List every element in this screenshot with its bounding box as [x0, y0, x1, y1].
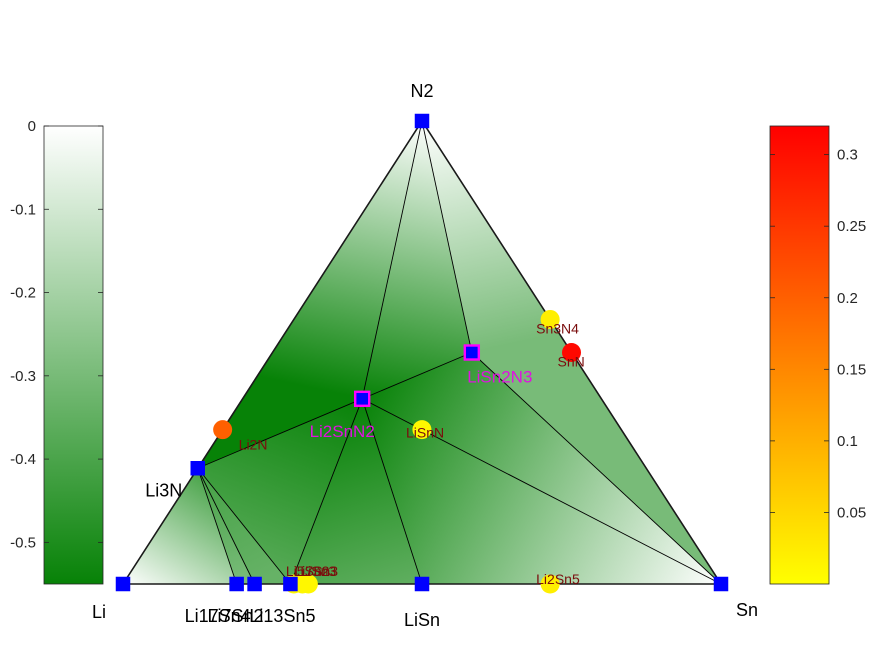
tie-line — [197, 468, 255, 585]
stable-phase-label: LiSn — [404, 610, 440, 630]
formation-energy-tick-label: -0.4 — [10, 451, 36, 468]
tie-line — [361, 120, 423, 399]
stable-phase-label: Li — [92, 602, 106, 622]
formation-energy-tick-label: -0.5 — [10, 534, 36, 551]
formation-energy-tick-label: -0.2 — [10, 285, 36, 302]
unstable-phase-marker — [540, 309, 560, 329]
stable-phase-label: Li2SnN2 — [310, 422, 375, 441]
tie-line — [421, 120, 473, 353]
unstable-phase-label: Li2Sn5 — [536, 571, 580, 587]
formation-energy-colorbar-fill — [43, 125, 104, 585]
hull-distance-colorbar-ticks: 0.3 0.25 0.2 0.15 0.1 0.05 — [770, 147, 866, 521]
stable-phases — [115, 113, 729, 592]
tie-line — [471, 352, 722, 585]
stable-phase-marker — [247, 576, 262, 592]
hull-distance-tick-label: 0.3 — [837, 147, 858, 164]
stable-phase-label: Sn — [736, 600, 758, 620]
unstable-phase-label: Li5Sn2 — [286, 563, 330, 579]
stable-phase-marker — [283, 576, 298, 592]
hull-facet — [197, 398, 363, 584]
tie-line — [197, 468, 238, 585]
unstable-phase-marker — [540, 574, 560, 594]
stable-phase-marker — [229, 576, 244, 592]
unstable-phase-label: Li2N — [239, 437, 268, 453]
hull-distance-colorbar: 0.3 0.25 0.2 0.15 0.1 0.05 — [769, 125, 866, 585]
unstable-phase-marker — [562, 343, 581, 362]
stable-phase-marker — [414, 576, 430, 592]
tie-line — [197, 467, 291, 585]
hull-facet — [362, 352, 721, 584]
hull-distance-tick-label: 0.15 — [837, 361, 866, 378]
formation-energy-colorbar-ticks: 0 -0.1 -0.2 -0.3 -0.4 -0.5 — [10, 118, 103, 551]
stable-phase-label: N2 — [410, 81, 433, 101]
formation-energy-tick-label: -0.3 — [10, 368, 36, 385]
stable-phase-marker — [354, 390, 371, 407]
tie-line — [361, 398, 423, 585]
hull-facets — [123, 121, 721, 584]
unstable-phase-label: SnN — [558, 354, 585, 370]
unstable-phase-marker — [213, 420, 233, 440]
hull-distance-colorbar-fill — [769, 125, 830, 585]
formation-energy-colorbar: 0 -0.1 -0.2 -0.3 -0.4 -0.5 — [10, 118, 104, 585]
hull-distance-tick-label: 0.05 — [837, 504, 866, 521]
unstable-phase-marker — [298, 574, 318, 594]
stable-phase-label: Li17Sn4 — [185, 606, 251, 626]
tie-line — [290, 398, 363, 585]
stable-phase-marker — [115, 576, 131, 592]
stable-phase-label: Li13Sn5 — [249, 606, 315, 626]
hull-distance-tick-label: 0.25 — [837, 218, 866, 235]
hull-facet — [123, 468, 237, 584]
stable-phase-marker — [463, 344, 481, 361]
formation-energy-tick-label: -0.1 — [10, 201, 36, 218]
stable-phase-marker — [713, 576, 729, 592]
unstable-phase-label: LiSnN — [406, 425, 444, 441]
formation-energy-tick-label: 0 — [28, 118, 36, 135]
stable-phase-label: LiSn2N3 — [467, 368, 532, 387]
hull-facet — [290, 398, 422, 584]
stable-phase-label: Li3N — [145, 480, 182, 500]
stable-phase-marker — [414, 113, 430, 129]
tie-line — [362, 352, 472, 400]
unstable-phase-label: Sn3N4 — [536, 320, 579, 336]
stable-phase-marker — [190, 461, 205, 476]
hull-distance-tick-label: 0.2 — [837, 290, 858, 307]
unstable-phase-label: Li7Sn3 — [294, 563, 338, 579]
unstable-phase-marker — [412, 420, 432, 440]
hull-facet — [362, 121, 472, 399]
hull-distance-tick-label: 0.1 — [837, 433, 858, 450]
tie-line — [197, 398, 363, 469]
stable-phase-label: Li7Sn2 — [208, 606, 264, 626]
unstable-phase-label: LiSn3 — [300, 563, 336, 579]
